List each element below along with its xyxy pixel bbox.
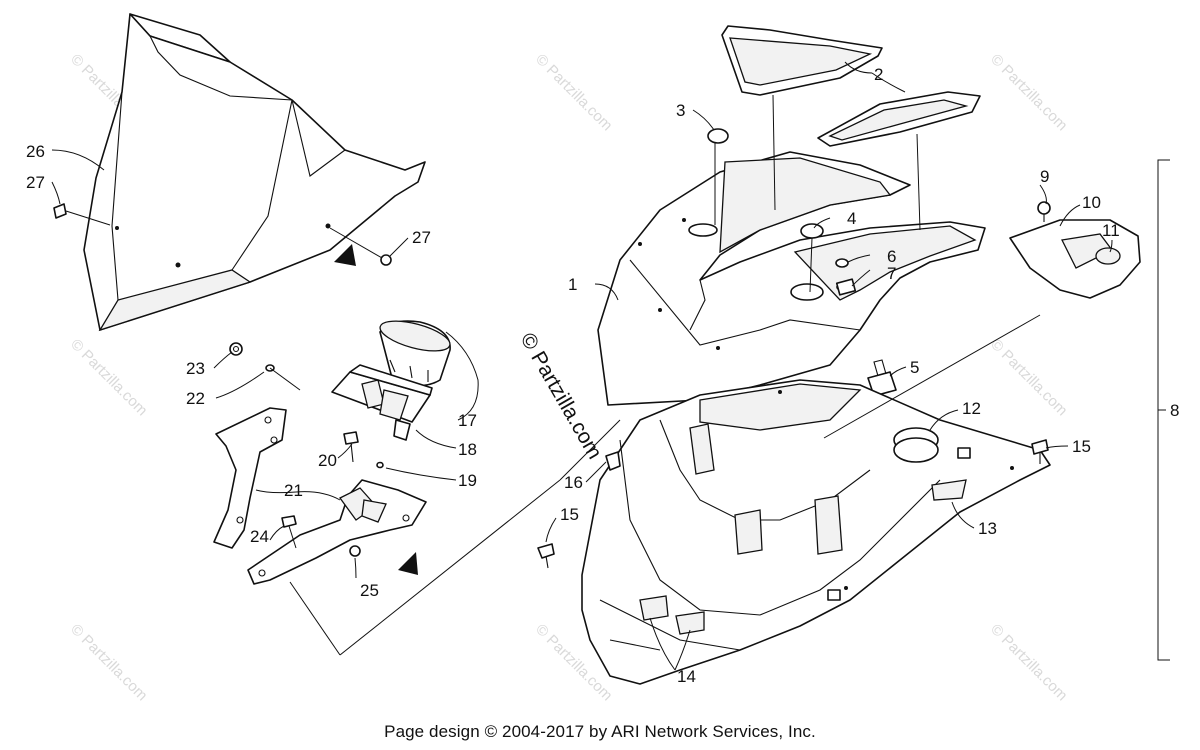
screw-part-20	[343, 431, 359, 463]
callout-15-right: 15	[1072, 437, 1091, 456]
screw-part-27-left	[53, 203, 111, 226]
callout-21: 21	[284, 481, 303, 500]
callout-3: 3	[676, 101, 685, 120]
callout-8: 8	[1170, 401, 1179, 420]
callout-27-left: 27	[26, 173, 45, 192]
callout-11: 11	[1102, 221, 1120, 240]
watermark-8: © Partzilla.com	[987, 621, 1070, 704]
callout-26: 26	[26, 142, 45, 161]
vent-grille-part-2-lower	[817, 91, 981, 147]
callout-16: 16	[564, 473, 583, 492]
watermark-4: © Partzilla.com	[67, 336, 150, 419]
screw-part-9	[1037, 201, 1051, 222]
screw-part-15-right	[1031, 439, 1049, 464]
callout-15-left: 15	[560, 505, 579, 524]
callout-24: 24	[250, 527, 269, 546]
callout-12: 12	[962, 399, 981, 418]
callout-6: 6	[887, 247, 896, 266]
callout-22: 22	[186, 389, 205, 408]
watermark-center: © Partzilla.com	[516, 329, 607, 463]
watermark-5: © Partzilla.com	[987, 336, 1070, 419]
pad-part-11	[1095, 247, 1121, 265]
gauge-part-17	[379, 320, 451, 387]
screw-part-15-left	[537, 543, 555, 569]
plug-part-6	[835, 258, 849, 268]
clip-part-16	[605, 451, 621, 471]
callout-27-right: 27	[412, 228, 431, 247]
windshield-part-26	[83, 13, 426, 332]
callout-labels: 1 2 3 4 5 6 7 8 9 10 11 12 13 14 15 15 1…	[26, 65, 1179, 686]
callout-25: 25	[360, 581, 379, 600]
mount-bracket-part-21	[213, 407, 427, 585]
screw-part-24	[281, 515, 297, 549]
watermark-6: © Partzilla.com	[67, 621, 150, 704]
callout-10: 10	[1082, 193, 1101, 212]
gauge-bracket-part-18	[331, 364, 433, 441]
callout-23: 23	[186, 359, 205, 378]
screw-part-27-right	[329, 227, 392, 266]
watermark-3: © Partzilla.com	[987, 51, 1070, 134]
nut-part-23	[229, 342, 243, 356]
callout-14: 14	[677, 667, 696, 686]
grommet-part-3	[707, 128, 729, 144]
vent-grille-part-2-top	[721, 25, 883, 96]
callout-7: 7	[887, 264, 896, 283]
callout-2: 2	[874, 65, 883, 84]
leader-lines	[51, 61, 1170, 671]
screw-part-25	[349, 545, 361, 557]
callout-18: 18	[458, 440, 477, 459]
arrow-marker	[334, 244, 356, 266]
callout-9: 9	[1040, 167, 1049, 186]
callout-5: 5	[910, 358, 919, 377]
arrow-marker-2	[398, 552, 418, 575]
plate-part-10	[1009, 219, 1141, 299]
hood-upper-part-1	[597, 151, 986, 406]
callout-1: 1	[568, 275, 577, 294]
washer-part-22	[265, 364, 301, 391]
callout-17: 17	[458, 411, 477, 430]
callout-19: 19	[458, 471, 477, 490]
callout-4: 4	[847, 209, 856, 228]
washer-part-19	[376, 461, 384, 469]
watermark-2: © Partzilla.com	[532, 51, 615, 134]
callout-20: 20	[318, 451, 337, 470]
grommet-part-12	[893, 427, 939, 463]
grommet-part-4	[800, 223, 824, 239]
footer-copyright: Page design © 2004-2017 by ARI Network S…	[384, 722, 816, 741]
assembly-lines	[289, 94, 1041, 656]
callout-13: 13	[978, 519, 997, 538]
